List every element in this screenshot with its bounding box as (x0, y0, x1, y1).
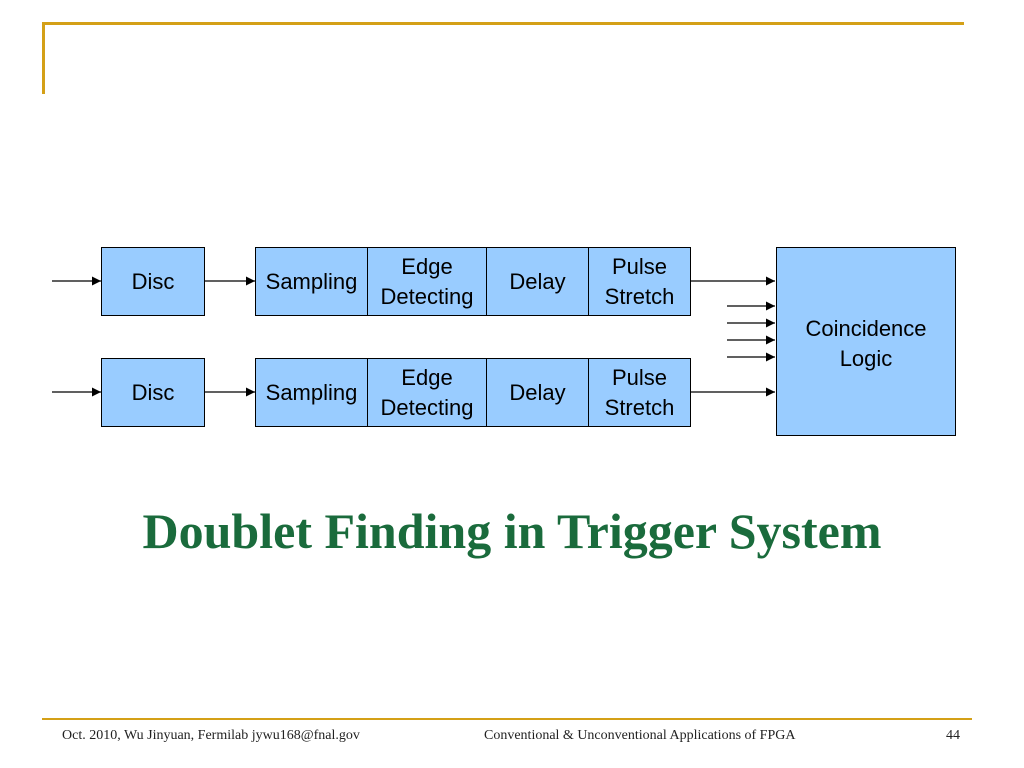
disc-block-1: Disc (101, 247, 205, 316)
page-number: 44 (946, 728, 960, 743)
delay-block-1: Delay (486, 247, 589, 316)
sampling-block-1: Sampling (255, 247, 368, 316)
top-decorative-line (42, 22, 964, 25)
coincidence-logic-block: Coincidence Logic (776, 247, 956, 436)
edge-detecting-block-2: Edge Detecting (367, 358, 487, 427)
pulse-stretch-block-2: Pulse Stretch (588, 358, 691, 427)
footer-divider (42, 718, 972, 720)
disc-block-2: Disc (101, 358, 205, 427)
slide-title: Doublet Finding in Trigger System (142, 503, 882, 559)
edge-detecting-block-1: Edge Detecting (367, 247, 487, 316)
sampling-block-2: Sampling (255, 358, 368, 427)
left-decorative-line (42, 22, 45, 94)
footer-left-text: Oct. 2010, Wu Jinyuan, Fermilab jywu168@… (62, 728, 360, 743)
pulse-stretch-block-1: Pulse Stretch (588, 247, 691, 316)
delay-block-2: Delay (486, 358, 589, 427)
footer-center-text: Conventional & Unconventional Applicatio… (484, 728, 796, 743)
